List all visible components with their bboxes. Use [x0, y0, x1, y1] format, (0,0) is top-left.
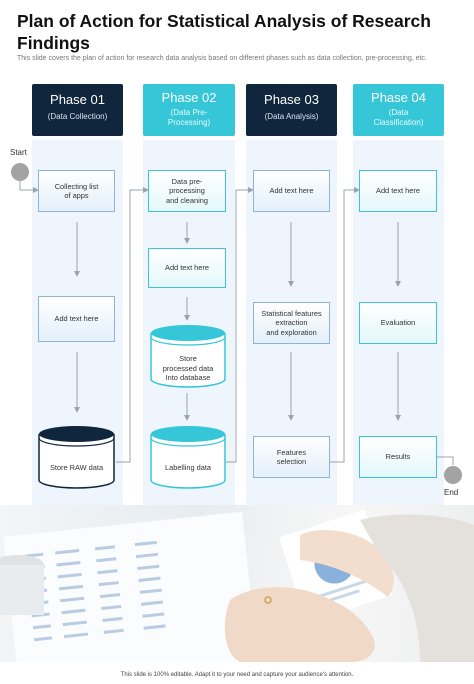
node-label: Evaluation: [380, 318, 416, 328]
node-add-text-p3: Add text here: [253, 170, 330, 212]
node-label: Statistical features extraction and expl…: [261, 308, 322, 337]
decorative-photo: [0, 505, 474, 662]
phase-subtitle: (Data Analysis): [264, 112, 319, 121]
node-label: Add text here: [165, 263, 209, 273]
node-label: Store processed data Into database: [162, 354, 214, 382]
phase-subtitle: (Data Classification): [373, 108, 424, 127]
phase-subtitle: (Data Pre- Processing): [167, 108, 211, 127]
database-cylinder-icon: [150, 325, 226, 388]
node-label: Add text here: [376, 186, 420, 196]
phase-03-header: Phase 03 (Data Analysis): [246, 84, 337, 136]
node-store-raw-data: Store RAW data: [38, 425, 115, 489]
phase-title: Phase 04: [371, 90, 426, 105]
hands-with-charts-illustration: [0, 509, 474, 662]
node-add-text-p4: Add text here: [359, 170, 437, 212]
node-label: Data pre- processing and cleaning: [166, 176, 208, 205]
end-label: End: [444, 488, 459, 497]
node-labelling-data: Labelling data: [150, 425, 226, 489]
phase-subtitle: (Data Collection): [47, 112, 108, 121]
node-label: Results: [385, 452, 411, 462]
node-evaluation: Evaluation: [359, 302, 437, 344]
page-subtitle: This slide covers the plan of action for…: [17, 55, 427, 62]
phase-04-header: Phase 04 (Data Classification): [353, 84, 444, 136]
node-label: Features selection: [276, 447, 307, 467]
phase-title: Phase 02: [161, 90, 217, 105]
footer-note: This slide is 100% editable. Adapt it to…: [120, 672, 354, 678]
node-add-text-p2: Add text here: [148, 248, 226, 288]
node-features-selection: Features selection: [253, 436, 330, 478]
node-label: Labelling data: [164, 463, 212, 472]
node-data-preprocessing: Data pre- processing and cleaning: [148, 170, 226, 212]
node-add-text-p1: Add text here: [38, 296, 115, 342]
phase-title: Phase 03: [264, 92, 319, 107]
node-statistical-features: Statistical features extraction and expl…: [253, 302, 330, 344]
phase-02-header: Phase 02 (Data Pre- Processing): [143, 84, 235, 136]
node-label: Add text here: [54, 314, 99, 324]
database-cylinder-icon: [38, 426, 115, 489]
node-collecting-list: Collecting list of apps: [38, 170, 115, 212]
phase-01-header: Phase 01 (Data Collection): [32, 84, 123, 136]
start-marker-icon: [11, 163, 29, 181]
node-store-processed-data: Store processed data Into database: [150, 324, 226, 388]
page-title: Plan of Action for Statistical Analysis …: [17, 11, 431, 53]
start-label: Start: [10, 148, 27, 157]
database-cylinder-icon: [150, 426, 226, 489]
node-label: Add text here: [269, 186, 314, 196]
node-label: Store RAW data: [49, 463, 104, 472]
node-results: Results: [359, 436, 437, 478]
end-marker-icon: [444, 466, 462, 484]
phase-title: Phase 01: [50, 92, 105, 107]
node-label: Collecting list of apps: [54, 181, 99, 201]
